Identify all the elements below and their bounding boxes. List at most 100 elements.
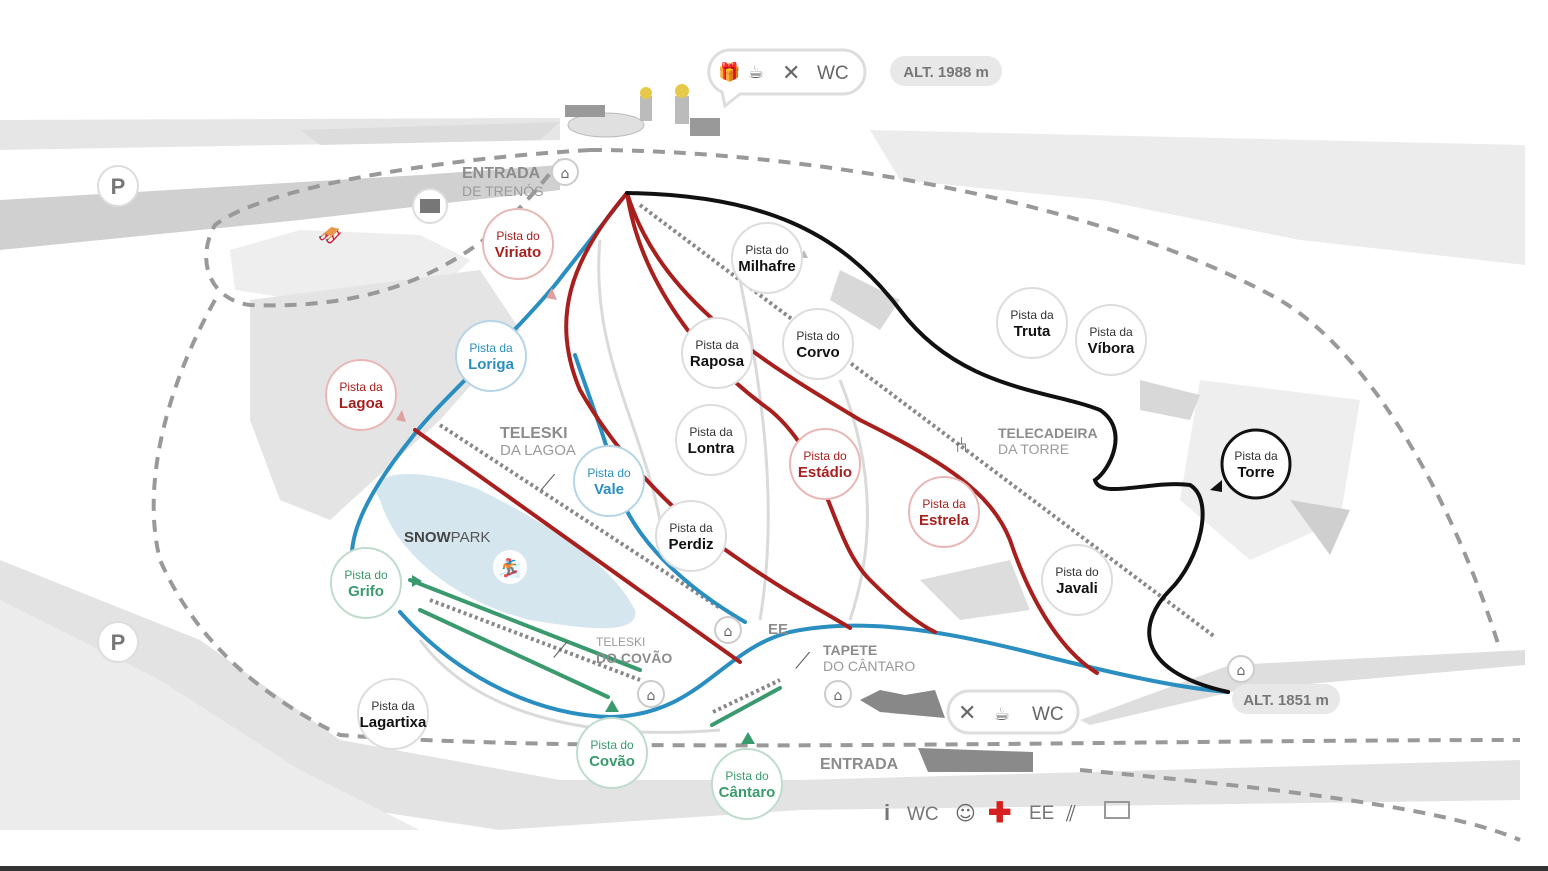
piste-name: Corvo	[796, 344, 839, 361]
piste-marker-circle	[996, 287, 1068, 359]
fork-knife-icon: ✕	[782, 61, 800, 86]
piste-prefix: Pista da	[1089, 325, 1133, 339]
piste-name: Estádio	[798, 464, 852, 481]
piste-line-grifo-green	[408, 578, 642, 672]
piste-prefix: Pista da	[1234, 449, 1278, 463]
coffee-cup-icon: ☕	[748, 62, 764, 83]
wc-label: WC	[1032, 704, 1064, 725]
piste-marker-circle	[675, 404, 747, 476]
teleski-lagoa-line	[438, 423, 722, 610]
hut-icon: ⌂	[834, 688, 843, 704]
piste-marker-circle	[573, 445, 645, 517]
ticket-office-icon	[420, 199, 440, 213]
gift-icon: 🎁	[718, 61, 740, 83]
ticket-icon	[1104, 801, 1130, 819]
piste-marker-circle	[330, 547, 402, 619]
map-icons: ⌂ 🛷 ⌂ ⌂ ⌂ ⌂ 🏂 ⟋ ⟋ ⟋ ⑃	[318, 158, 1255, 708]
piste-marker-circle	[576, 717, 648, 789]
piste-line-cantaro-green	[710, 686, 782, 727]
parking-icon: P	[111, 174, 126, 199]
coffee-cup-icon: ☕	[994, 704, 1010, 725]
piste-prefix: Pista do	[587, 466, 631, 480]
piste-marker-circle	[655, 500, 727, 572]
piste-prefix: Pista da	[669, 521, 713, 535]
wc-label: WC	[817, 63, 849, 84]
piste-line-lagoa	[413, 428, 742, 664]
entrance-building	[918, 748, 1033, 772]
piste-line-torre	[625, 191, 1230, 694]
piste-prefix: Pista do	[725, 769, 769, 783]
piste-name: Loriga	[468, 356, 514, 373]
piste-name: Grifo	[348, 583, 384, 600]
teleski-covao-label: TELESKI	[596, 635, 645, 649]
piste-marker-circle	[1075, 304, 1147, 376]
hut-icon: ⌂	[1237, 663, 1246, 679]
fork-knife-icon: ✕	[958, 701, 976, 726]
info-icon: i	[884, 800, 890, 825]
parking-top: P	[97, 165, 139, 207]
piste-name: Perdiz	[668, 536, 713, 553]
entrada-trenos-sub: DE TRENÓS	[462, 183, 543, 199]
entrada-label: ENTRADA	[820, 756, 899, 773]
piste-name: Viriato	[495, 244, 541, 261]
piste-prefix: Pista do	[1055, 565, 1099, 579]
svg-text:ALT. 1988 m: ALT. 1988 m	[903, 64, 989, 81]
piste-name: Covão	[589, 753, 635, 770]
svg-text:ALT. 1851 m: ALT. 1851 m	[1243, 692, 1329, 709]
top-services-bubble: 🎁 ☕ ✕ WC	[707, 48, 867, 109]
tapete-icon: ⟋	[795, 649, 811, 674]
teleski-lagoa-label: TELESKI	[500, 425, 568, 442]
piste-prefix: Pista da	[695, 338, 739, 352]
piste-marker-circle	[357, 678, 429, 750]
map-labels: ENTRADA DE TRENÓS TELESKI DA LAGOA TELEC…	[404, 165, 1098, 773]
altitude-top-badge: ALT. 1988 m	[890, 56, 1002, 86]
piste-prefix: Pista do	[496, 229, 540, 243]
hut-icon: ⌂	[647, 688, 656, 704]
piste-name: Víbora	[1088, 340, 1135, 357]
piste-line-covao-green	[418, 608, 610, 699]
altitude-bottom-badge: ALT. 1851 m	[1232, 684, 1340, 714]
ski-rental-icon: ⫽	[1065, 802, 1076, 827]
parking-icon: P	[111, 630, 126, 655]
wc-label: WC	[907, 804, 939, 825]
piste-line-grifo-covao	[398, 610, 1230, 720]
piste-prefix: Pista do	[796, 329, 840, 343]
piste-name: Raposa	[690, 353, 745, 370]
piste-line-estrela	[625, 191, 1099, 675]
piste-prefix: Pista do	[803, 449, 847, 463]
telecadeira-sub: DA TORRE	[998, 441, 1069, 457]
terrain	[0, 84, 1525, 830]
snowboard-icon: 🏂	[499, 557, 521, 579]
entrance-services: i WC ☺ ✚ EE ⫽	[884, 797, 1130, 828]
piste-prefix: Pista da	[689, 425, 733, 439]
teleski-covao-line	[429, 598, 641, 682]
piste-marker-circle	[482, 208, 554, 280]
piste-prefix: Pista da	[339, 380, 383, 394]
hut-icon: ⌂	[561, 166, 570, 182]
piste-marker-circle	[711, 748, 783, 820]
piste-name: Milhafre	[738, 258, 796, 275]
entrada-trenos-label: ENTRADA	[462, 165, 541, 182]
tapete-cantaro-line	[712, 678, 781, 714]
tapete-sub: DO CÂNTARO	[823, 658, 915, 674]
